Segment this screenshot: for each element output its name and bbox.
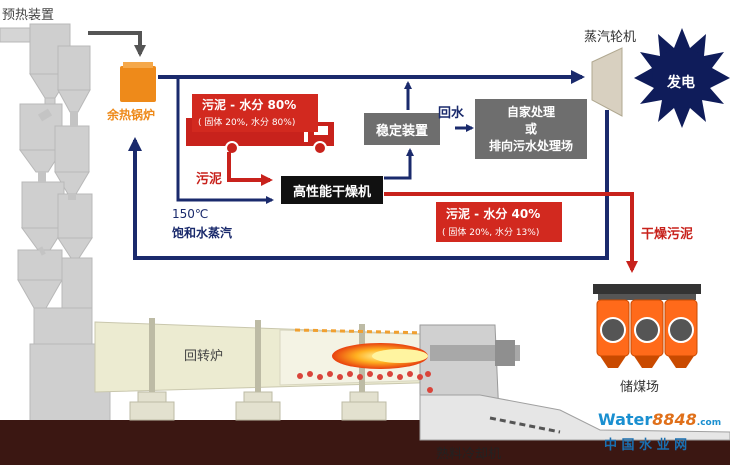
- dryer-box: 高性能干燥机: [281, 176, 383, 204]
- dryer-label: 高性能干燥机: [292, 184, 371, 200]
- sludge-label: 污泥: [196, 172, 223, 187]
- treatment-line1: 自家处理: [506, 104, 555, 119]
- dry-sludge-detail: ( 固体 20%, 水分 13%): [442, 228, 540, 238]
- boiler-label: 余热锅炉: [107, 108, 156, 122]
- treatment-box: 自家处理 或 排向污水处理场: [475, 99, 587, 159]
- return-water-label: 回水: [438, 106, 465, 121]
- watermark-num: 8848: [652, 410, 697, 429]
- preheater-label: 预热装置: [2, 8, 55, 23]
- dried-sludge-label: 干燥污泥: [641, 227, 694, 242]
- waste-heat-boiler: [120, 66, 156, 102]
- clinker-cooler-label: 熟料冷却机: [436, 447, 502, 462]
- generator-label: 发电: [667, 75, 695, 91]
- dry-sludge-box: 污泥 - 水分 40% ( 固体 20%, 水分 13%): [436, 202, 562, 242]
- steam-turbine: [591, 47, 623, 117]
- turbine-label: 蒸汽轮机: [584, 30, 637, 45]
- stabilizer-box: 稳定装置: [364, 113, 440, 145]
- treatment-line3: 排向污水处理场: [488, 138, 573, 153]
- treatment-line2: 或: [524, 121, 537, 136]
- clinker-cooler: [419, 394, 730, 441]
- steam-name-label: 饱和水蒸汽: [172, 226, 233, 240]
- watermark-logo: Water8848.com 中 国 水 业 网: [598, 410, 728, 462]
- watermark-water: Water: [598, 410, 653, 429]
- preheater-gas-arrow: [88, 31, 146, 57]
- dry-sludge-title: 污泥 - 水分 40%: [446, 207, 541, 221]
- kiln-supports: [129, 391, 387, 421]
- coal-storage-label: 储煤场: [620, 380, 660, 395]
- wet-sludge-box: 污泥 - 水分 80% ( 固体 20%, 水分 80%): [192, 94, 318, 132]
- stabilizer-label: 稳定装置: [375, 123, 428, 139]
- wet-sludge-detail: ( 固体 20%, 水分 80%): [198, 118, 296, 128]
- wet-sludge-title: 污泥 - 水分 80%: [202, 98, 297, 112]
- watermark-tld: .com: [696, 418, 722, 428]
- kiln-label: 回转炉: [184, 349, 224, 364]
- preheater-tower: [0, 23, 111, 423]
- watermark-cn: 中 国 水 业 网: [604, 438, 688, 453]
- steam-temp-label: 150℃: [172, 207, 209, 221]
- wet-sludge-arrow: [227, 152, 273, 186]
- ground: [0, 420, 420, 465]
- dried-sludge-arrow: [384, 192, 638, 273]
- coal-storage-hoppers: [593, 284, 701, 368]
